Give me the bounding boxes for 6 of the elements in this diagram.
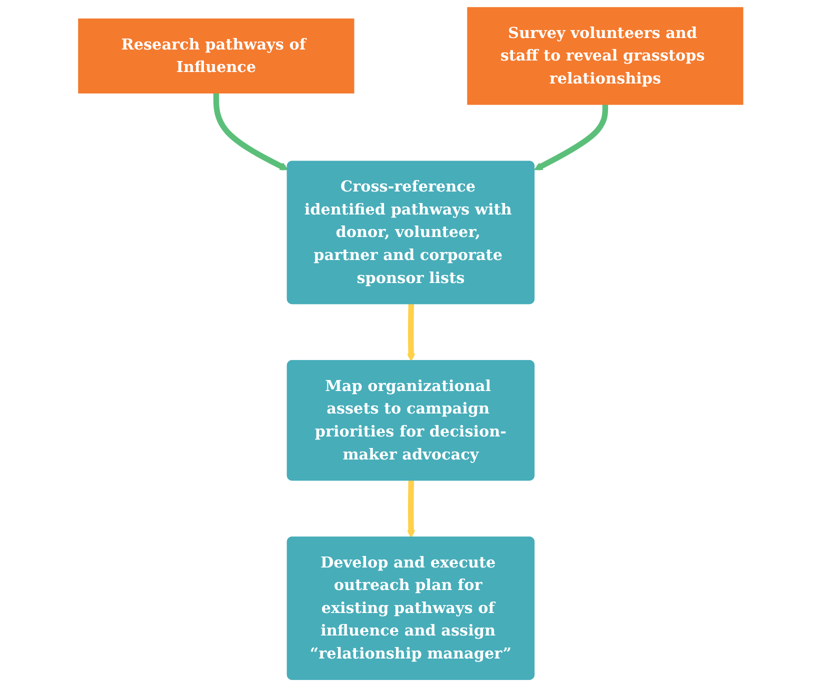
- node-box: Research pathways of Influence: [78, 18, 355, 94]
- arrow: [407, 304, 416, 362]
- node-box: Survey volunteers and staff to reveal grasstops relationships: [467, 7, 744, 105]
- arrow: [407, 480, 416, 538]
- arrow: [214, 93, 288, 171]
- arrow: [534, 104, 608, 171]
